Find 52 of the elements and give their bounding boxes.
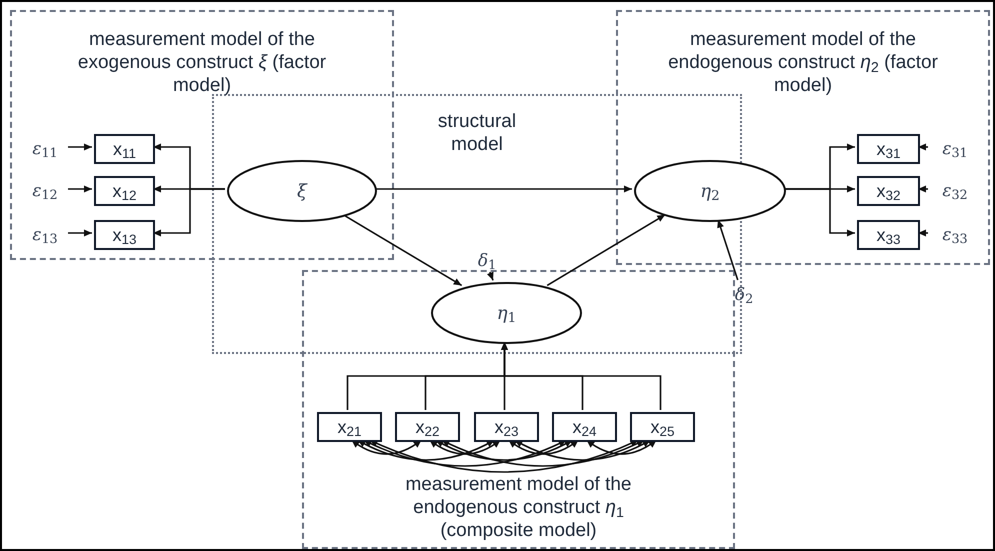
arrow	[375, 186, 632, 192]
region-heading: measurement model of the endogenous construct η$_{2}$ (factor model)	[667, 28, 939, 97]
latent-variable-ellipse	[227, 160, 377, 222]
variable-label: x$_{23}$	[494, 418, 519, 436]
error-term-label: ε$_{11}$	[20, 136, 70, 162]
variable-label: ξ	[297, 180, 307, 204]
arrow	[546, 214, 666, 286]
error-term-label: δ$_{1}$	[472, 248, 502, 274]
indicator-box	[552, 412, 617, 442]
indicator-box	[94, 176, 155, 206]
region-heading: measurement model of the endogenous construct η$_{1}$ (composite model)	[404, 473, 632, 542]
variable-label: x$_{22}$	[415, 418, 440, 436]
variable-label: x$_{25}$	[650, 418, 675, 436]
variable-label: x$_{13}$	[112, 226, 137, 244]
arrow	[342, 214, 462, 286]
indicator-box	[94, 220, 155, 250]
region-heading: structural model	[436, 110, 518, 156]
indicator-box	[317, 412, 382, 442]
covariance-arrow	[369, 439, 639, 473]
arrow	[68, 144, 92, 150]
error-term-label: ε$_{31}$	[930, 136, 980, 162]
region-heading: measurement model of the exogenous construct ξ (factor model)	[76, 28, 328, 97]
indicator-box	[857, 176, 920, 206]
variable-label: η$_{2}$	[700, 180, 720, 204]
indicator-box	[94, 134, 155, 164]
arrow	[153, 188, 225, 236]
error-term-label: ε$_{33}$	[930, 222, 980, 248]
arrow	[68, 186, 92, 192]
variable-label: x$_{12}$	[112, 182, 137, 200]
indicator-box	[857, 220, 920, 250]
arrow	[784, 188, 855, 236]
arrow	[68, 230, 92, 236]
variable-label: x$_{31}$	[876, 140, 901, 158]
variable-label: x$_{21}$	[337, 418, 362, 436]
variable-label: x$_{33}$	[876, 226, 901, 244]
arrow	[501, 342, 662, 410]
indicator-box	[395, 412, 460, 442]
variable-label: x$_{32}$	[876, 182, 901, 200]
error-term-label: δ$_{2}$	[728, 282, 760, 308]
arrow	[717, 219, 739, 280]
indicator-box	[630, 412, 695, 442]
error-term-label: ε$_{32}$	[930, 178, 980, 204]
indicator-box	[474, 412, 539, 442]
latent-variable-ellipse	[431, 282, 582, 344]
variable-label: η$_{1}$	[496, 302, 516, 326]
error-term-label: ε$_{12}$	[20, 178, 70, 204]
error-term-label: ε$_{13}$	[20, 222, 70, 248]
variable-label: x$_{11}$	[112, 140, 136, 158]
indicator-box	[857, 134, 920, 164]
latent-variable-ellipse	[634, 160, 786, 222]
variable-label: x$_{24}$	[572, 418, 597, 436]
arrow	[486, 272, 494, 281]
